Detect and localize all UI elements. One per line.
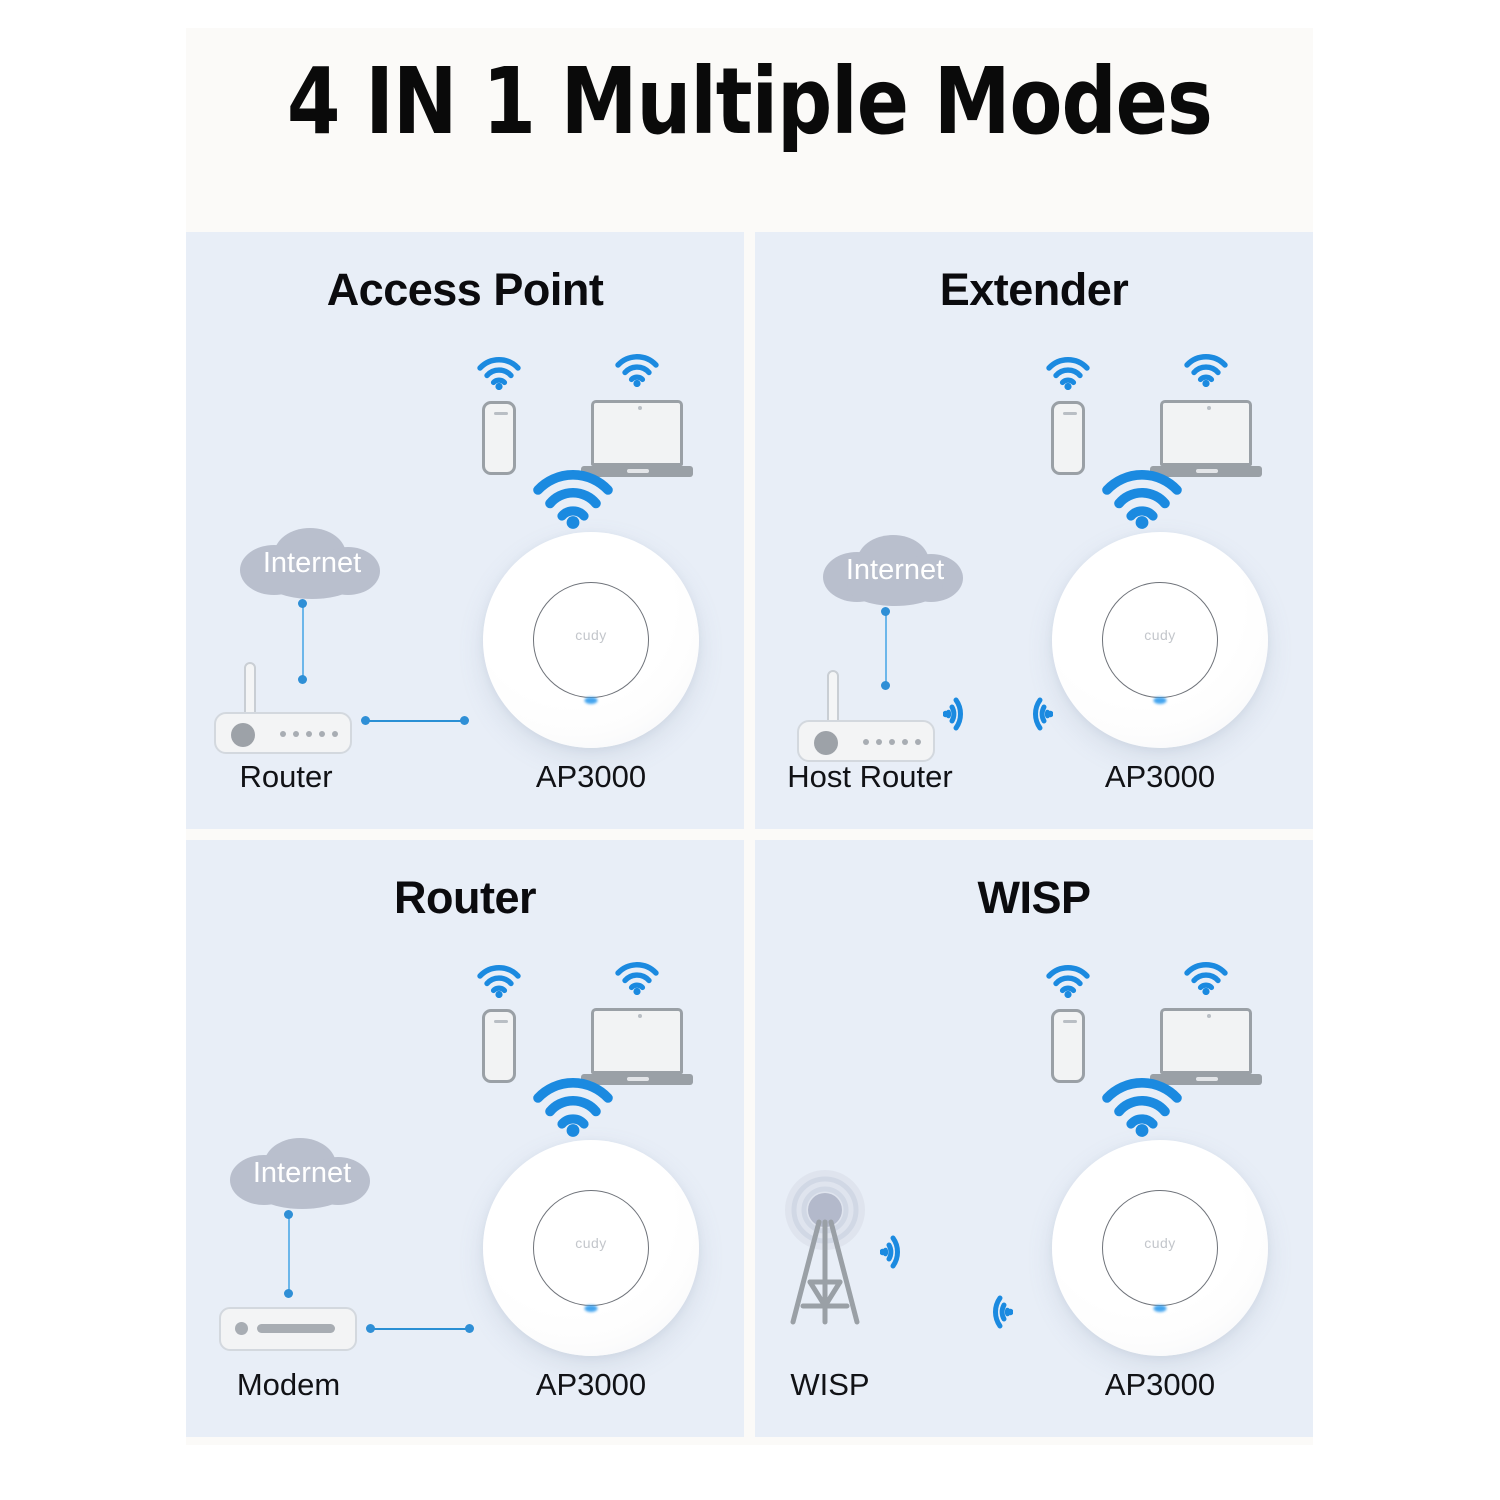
ap-logo: cudy <box>1144 1235 1176 1252</box>
laptop-icon <box>581 1008 693 1088</box>
device-label: AP3000 <box>535 1367 647 1402</box>
cloud-icon: Internet <box>815 532 975 610</box>
source-label: Host Router <box>787 759 953 794</box>
ap-logo: cudy <box>1144 627 1176 644</box>
wifi-icon <box>1183 353 1229 387</box>
panel-title-access-point: Access Point <box>326 264 604 315</box>
cloud-label: Internet <box>845 553 945 586</box>
modes-grid: Access Point <box>186 232 1313 1445</box>
wifi-icon <box>1101 469 1183 529</box>
panel-router[interactable]: Router <box>186 840 744 1437</box>
laptop-icon <box>581 400 693 480</box>
signal-arcs-transmit-icon <box>880 1230 920 1274</box>
laptop-icon <box>1150 400 1262 480</box>
wifi-icon <box>614 961 660 995</box>
ap3000-device: cudy <box>483 1140 699 1356</box>
laptop-icon <box>1150 1008 1262 1088</box>
device-label: AP3000 <box>1104 1367 1216 1402</box>
ap-logo: cudy <box>575 627 607 644</box>
ap-logo: cudy <box>575 1235 607 1252</box>
source-label: Router <box>239 759 333 794</box>
page-title: 4 IN 1 Multiple Modes <box>286 48 1213 155</box>
ap3000-device: cudy <box>483 532 699 748</box>
signal-arcs-transmit-icon <box>943 692 983 736</box>
title-band: 4 IN 1 Multiple Modes <box>186 28 1313 232</box>
connector-modem-to-ap <box>366 1324 474 1334</box>
panel-title-extender: Extender <box>939 264 1129 315</box>
connector-cloud-to-router <box>881 607 891 690</box>
panel-extender[interactable]: Extender <box>755 232 1313 829</box>
device-label: AP3000 <box>1104 759 1216 794</box>
panel-title-router: Router <box>394 872 537 923</box>
cloud-label: Internet <box>252 1156 352 1189</box>
wifi-icon <box>1045 356 1091 390</box>
cloud-icon: Internet <box>232 525 392 603</box>
connector-cloud-to-router <box>298 599 308 684</box>
router-icon <box>214 662 352 754</box>
tower-icon <box>777 1170 897 1325</box>
panel-access-point[interactable]: Access Point <box>186 232 744 829</box>
device-label: AP3000 <box>535 759 647 794</box>
wifi-icon <box>1045 964 1091 998</box>
cloud-icon: Internet <box>222 1135 382 1213</box>
ap3000-device: cudy <box>1052 532 1268 748</box>
wifi-icon <box>614 353 660 387</box>
wifi-icon <box>476 356 522 390</box>
wifi-icon <box>1183 961 1229 995</box>
panel-wisp[interactable]: WISP <box>755 840 1313 1437</box>
signal-arcs-receive-icon <box>1013 692 1053 736</box>
cloud-label: Internet <box>262 546 362 579</box>
router-icon <box>797 670 935 762</box>
modem-icon <box>219 1307 357 1351</box>
panel-title-wisp: WISP <box>977 872 1091 923</box>
wifi-icon <box>532 469 614 529</box>
connector-cloud-to-modem <box>284 1210 294 1298</box>
ap3000-device: cudy <box>1052 1140 1268 1356</box>
source-label: Modem <box>236 1367 341 1402</box>
wifi-icon <box>1101 1077 1183 1137</box>
wifi-icon <box>476 964 522 998</box>
source-label: WISP <box>790 1367 870 1402</box>
signal-arcs-receive-icon <box>973 1290 1013 1334</box>
wifi-icon <box>532 1077 614 1137</box>
connector-router-to-ap <box>361 716 469 726</box>
